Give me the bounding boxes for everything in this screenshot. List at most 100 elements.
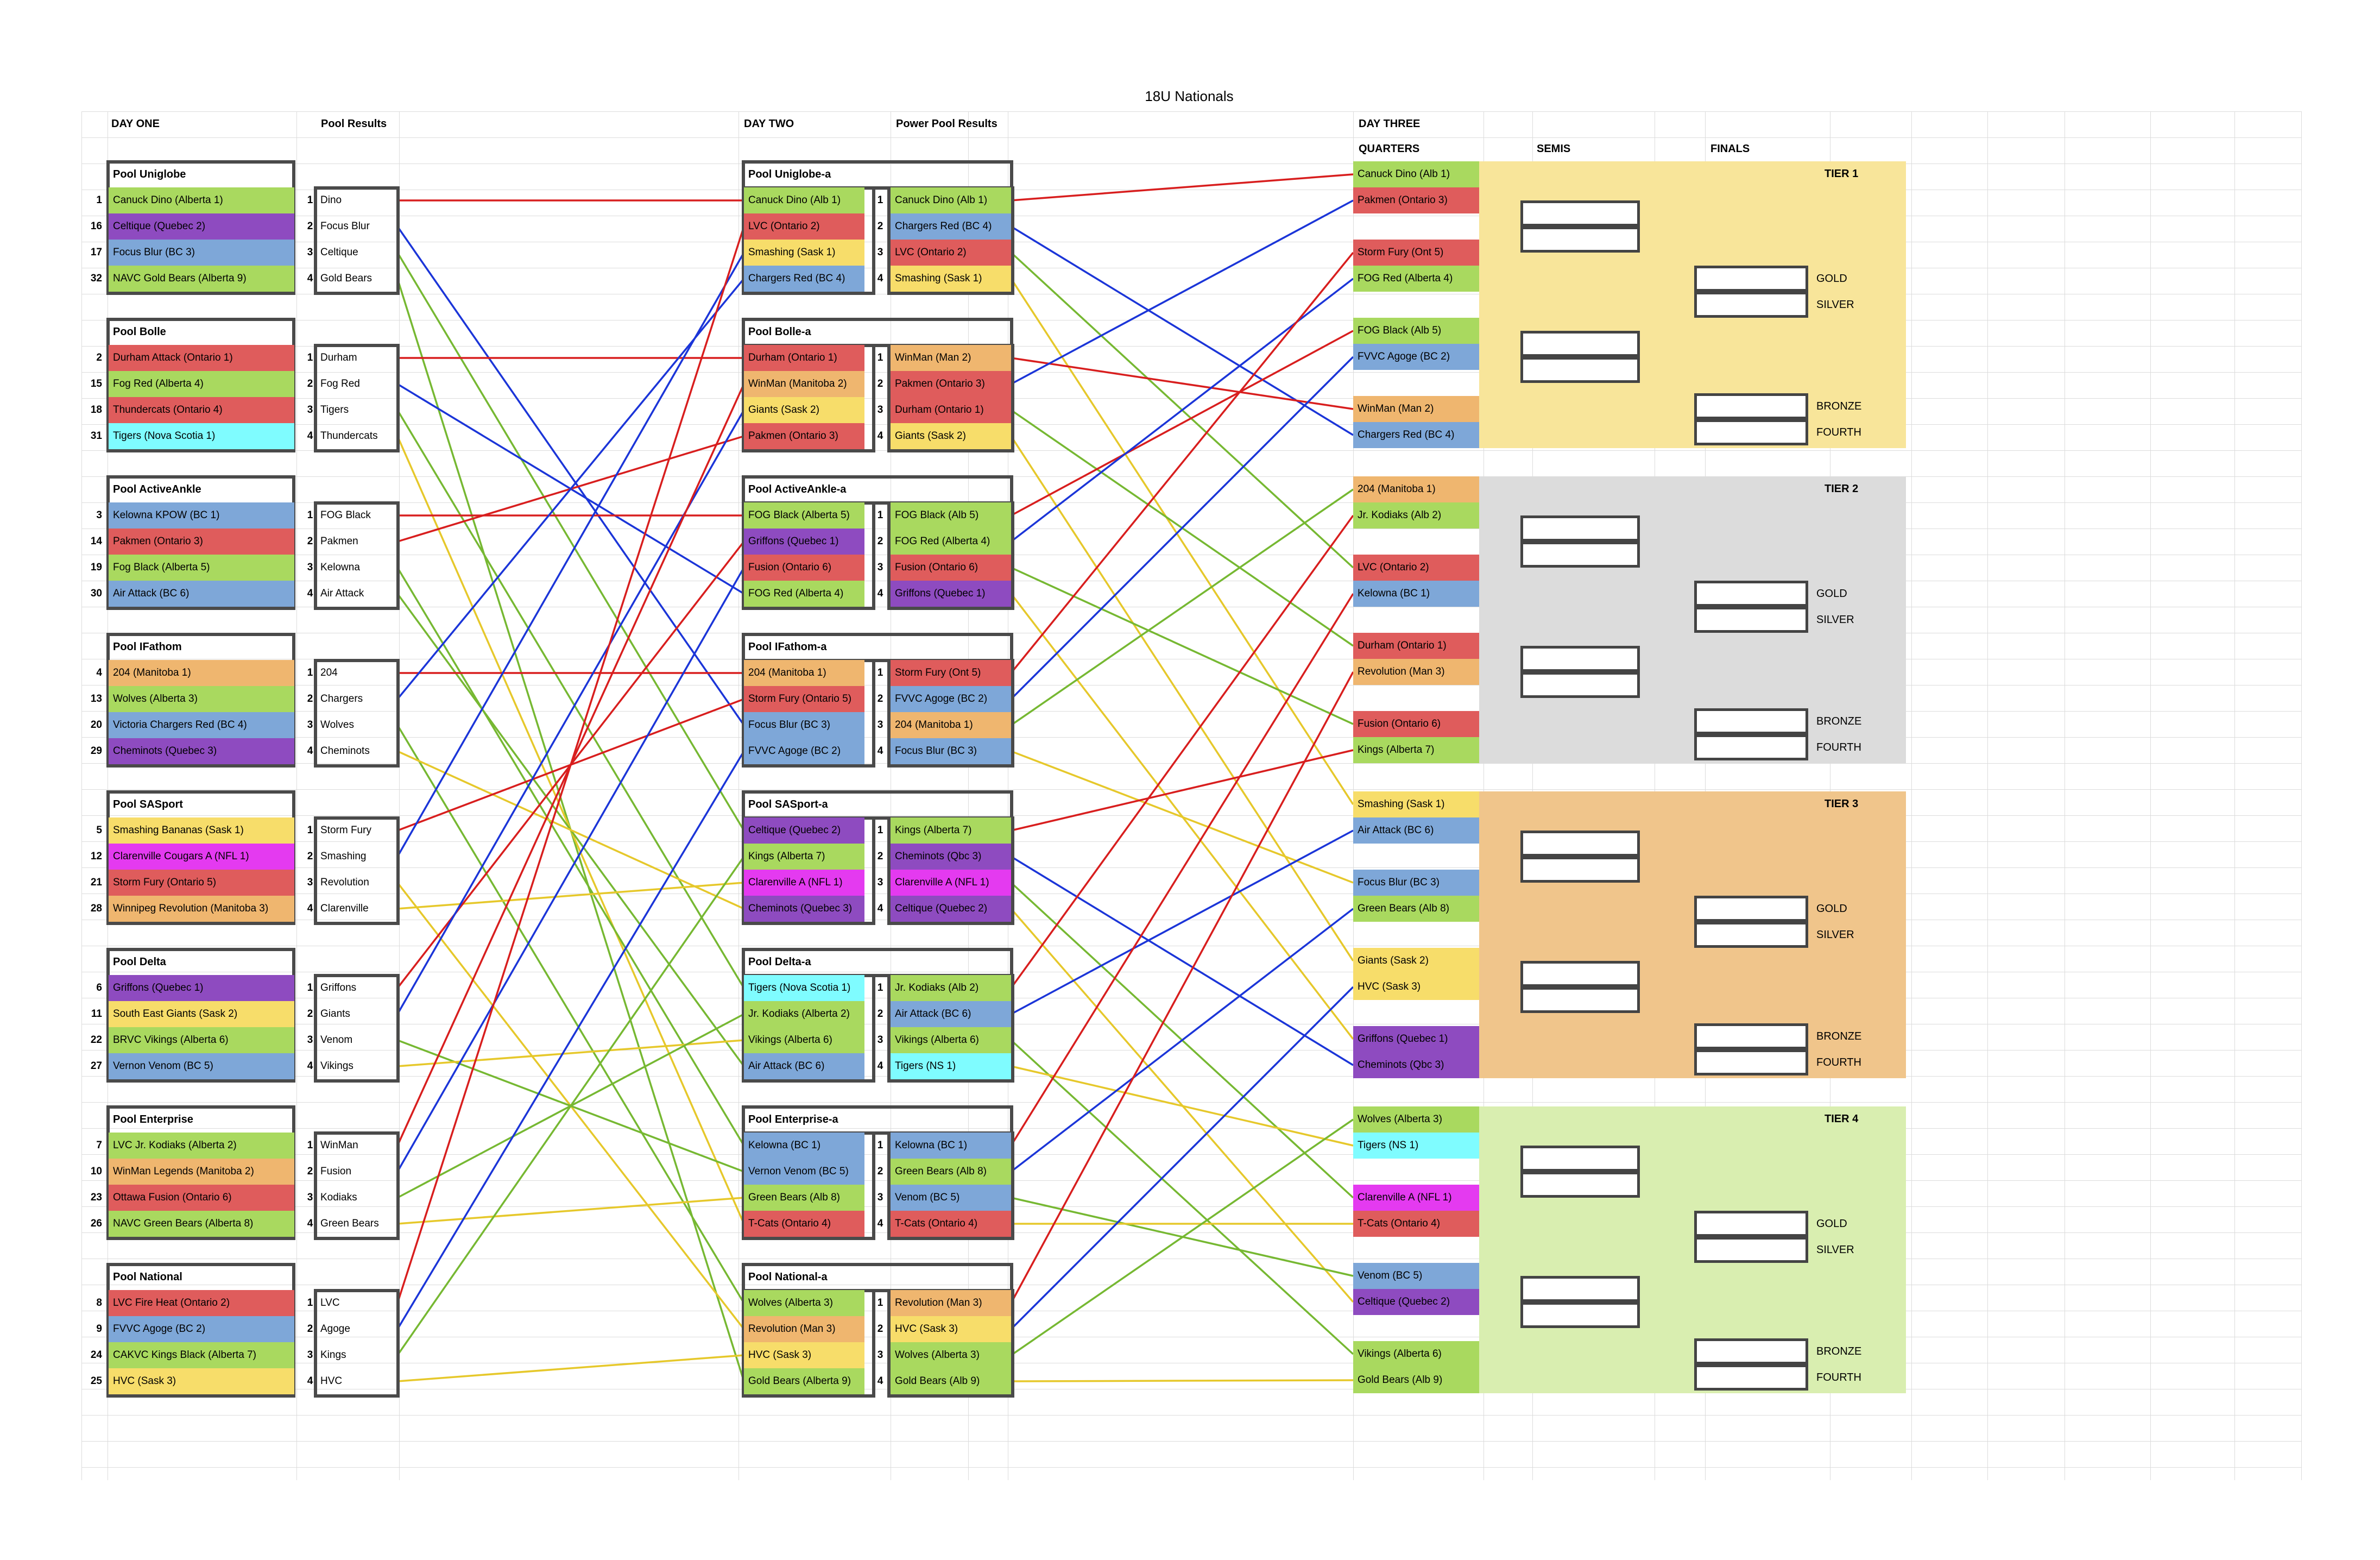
team-cell[interactable]: Pakmen (Ontario 3) <box>109 529 294 555</box>
final-slot[interactable] <box>1694 896 1808 922</box>
quarter-team[interactable]: Celtique (Quebec 2) <box>1353 1289 1479 1315</box>
team-cell[interactable]: Revolution (Man 3) <box>744 1316 864 1342</box>
quarter-team[interactable]: Pakmen (Ontario 3) <box>1353 187 1479 213</box>
team-cell[interactable]: Celtique (Quebec 2) <box>109 213 294 240</box>
result-cell[interactable]: Revolution (Man 3) <box>891 1290 1011 1316</box>
team-cell[interactable]: Vernon Venom (BC 5) <box>744 1159 864 1185</box>
quarter-team[interactable]: Fusion (Ontario 6) <box>1353 711 1479 737</box>
quarter-team[interactable]: Cheminots (Qbc 3) <box>1353 1052 1479 1078</box>
team-cell[interactable]: Wolves (Alberta 3) <box>744 1290 864 1316</box>
semi-slot[interactable] <box>1520 646 1640 672</box>
result-cell[interactable]: Storm Fury (Ont 5) <box>891 660 1011 686</box>
quarter-team[interactable]: Griffons (Quebec 1) <box>1353 1026 1479 1052</box>
semi-slot[interactable] <box>1520 1146 1640 1172</box>
team-cell[interactable]: Gold Bears (Alberta 9) <box>744 1368 864 1394</box>
final-slot[interactable] <box>1694 581 1808 607</box>
quarter-team[interactable]: FVVC Agoge (BC 2) <box>1353 344 1479 370</box>
result-cell[interactable]: Fusion (Ontario 6) <box>891 555 1011 581</box>
team-cell[interactable]: LVC (Ontario 2) <box>744 213 864 240</box>
semi-slot[interactable] <box>1520 672 1640 698</box>
result-cell[interactable]: FOG Black (Alb 5) <box>891 502 1011 529</box>
quarter-team[interactable]: FOG Red (Alberta 4) <box>1353 266 1479 292</box>
team-cell[interactable]: NAVC Green Bears (Alberta 8) <box>109 1211 294 1237</box>
result-cell[interactable]: Canuck Dino (Alb 1) <box>891 187 1011 213</box>
result-cell[interactable]: HVC (Sask 3) <box>891 1316 1011 1342</box>
result-cell[interactable]: Cheminots (Qbc 3) <box>891 844 1011 870</box>
team-cell[interactable]: Clarenville A (NFL 1) <box>744 870 864 896</box>
quarter-team[interactable]: Focus Blur (BC 3) <box>1353 870 1479 896</box>
final-slot[interactable] <box>1694 1364 1808 1391</box>
result-cell[interactable]: Gold Bears (Alb 9) <box>891 1368 1011 1394</box>
team-cell[interactable]: T-Cats (Ontario 4) <box>744 1211 864 1237</box>
team-cell[interactable]: Tigers (Nova Scotia 1) <box>109 423 294 449</box>
team-cell[interactable]: Air Attack (BC 6) <box>109 581 294 607</box>
team-cell[interactable]: NAVC Gold Bears (Alberta 9) <box>109 266 294 292</box>
quarter-team[interactable]: Chargers Red (BC 4) <box>1353 422 1479 448</box>
semi-slot[interactable] <box>1520 331 1640 357</box>
semi-slot[interactable] <box>1520 1276 1640 1302</box>
team-cell[interactable]: Canuck Dino (Alberta 1) <box>109 187 294 213</box>
result-cell[interactable]: FOG Red (Alberta 4) <box>891 529 1011 555</box>
final-slot[interactable] <box>1694 266 1808 292</box>
team-cell[interactable]: Fog Black (Alberta 5) <box>109 555 294 581</box>
result-cell[interactable]: Focus Blur (BC 3) <box>891 738 1011 764</box>
team-cell[interactable]: Smashing Bananas (Sask 1) <box>109 817 294 844</box>
quarter-team[interactable]: Durham (Ontario 1) <box>1353 633 1479 659</box>
quarter-team[interactable]: Venom (BC 5) <box>1353 1263 1479 1289</box>
team-cell[interactable]: 204 (Manitoba 1) <box>109 660 294 686</box>
final-slot[interactable] <box>1694 292 1808 318</box>
team-cell[interactable]: WinMan (Manitoba 2) <box>744 371 864 397</box>
final-slot[interactable] <box>1694 1211 1808 1237</box>
team-cell[interactable]: Giants (Sask 2) <box>744 397 864 423</box>
team-cell[interactable]: Clarenville Cougars A (NFL 1) <box>109 844 294 870</box>
team-cell[interactable]: Fusion (Ontario 6) <box>744 555 864 581</box>
result-cell[interactable]: Pakmen (Ontario 3) <box>891 371 1011 397</box>
final-slot[interactable] <box>1694 1049 1808 1076</box>
team-cell[interactable]: Smashing (Sask 1) <box>744 240 864 266</box>
team-cell[interactable]: FOG Black (Alberta 5) <box>744 502 864 529</box>
final-slot[interactable] <box>1694 922 1808 948</box>
semi-slot[interactable] <box>1520 1302 1640 1328</box>
quarter-team[interactable]: Tigers (NS 1) <box>1353 1133 1479 1159</box>
result-cell[interactable]: Wolves (Alberta 3) <box>891 1342 1011 1368</box>
final-slot[interactable] <box>1694 734 1808 761</box>
team-cell[interactable]: Storm Fury (Ontario 5) <box>744 686 864 712</box>
team-cell[interactable]: Thundercats (Ontario 4) <box>109 397 294 423</box>
quarter-team[interactable]: HVC (Sask 3) <box>1353 974 1479 1000</box>
team-cell[interactable]: Tigers (Nova Scotia 1) <box>744 975 864 1001</box>
team-cell[interactable]: Kelowna KPOW (BC 1) <box>109 502 294 529</box>
result-cell[interactable]: Tigers (NS 1) <box>891 1053 1011 1079</box>
team-cell[interactable]: Air Attack (BC 6) <box>744 1053 864 1079</box>
team-cell[interactable]: Ottawa Fusion (Ontario 6) <box>109 1185 294 1211</box>
quarter-team[interactable]: Canuck Dino (Alb 1) <box>1353 161 1479 187</box>
quarter-team[interactable]: Vikings (Alberta 6) <box>1353 1341 1479 1367</box>
team-cell[interactable]: Fog Red (Alberta 4) <box>109 371 294 397</box>
team-cell[interactable]: Vikings (Alberta 6) <box>744 1027 864 1053</box>
quarter-team[interactable]: Clarenville A (NFL 1) <box>1353 1185 1479 1211</box>
result-cell[interactable]: Chargers Red (BC 4) <box>891 213 1011 240</box>
team-cell[interactable]: BRVC Vikings (Alberta 6) <box>109 1027 294 1053</box>
result-cell[interactable]: LVC (Ontario 2) <box>891 240 1011 266</box>
quarter-team[interactable]: LVC (Ontario 2) <box>1353 555 1479 581</box>
quarter-team[interactable]: Kings (Alberta 7) <box>1353 737 1479 763</box>
semi-slot[interactable] <box>1520 1172 1640 1198</box>
semi-slot[interactable] <box>1520 515 1640 542</box>
quarter-team[interactable]: FOG Black (Alb 5) <box>1353 318 1479 344</box>
quarter-team[interactable]: Kelowna (BC 1) <box>1353 581 1479 607</box>
result-cell[interactable]: Smashing (Sask 1) <box>891 266 1011 292</box>
team-cell[interactable]: Celtique (Quebec 2) <box>744 817 864 844</box>
team-cell[interactable]: Chargers Red (BC 4) <box>744 266 864 292</box>
team-cell[interactable]: Winnipeg Revolution (Manitoba 3) <box>109 896 294 922</box>
team-cell[interactable]: LVC Jr. Kodiaks (Alberta 2) <box>109 1133 294 1159</box>
semi-slot[interactable] <box>1520 542 1640 568</box>
result-cell[interactable]: Clarenville A (NFL 1) <box>891 870 1011 896</box>
semi-slot[interactable] <box>1520 357 1640 383</box>
team-cell[interactable]: Canuck Dino (Alb 1) <box>744 187 864 213</box>
team-cell[interactable]: Cheminots (Quebec 3) <box>744 896 864 922</box>
team-cell[interactable]: Kelowna (BC 1) <box>744 1133 864 1159</box>
team-cell[interactable]: South East Giants (Sask 2) <box>109 1001 294 1027</box>
result-cell[interactable]: Kelowna (BC 1) <box>891 1133 1011 1159</box>
final-slot[interactable] <box>1694 1338 1808 1365</box>
quarter-team[interactable]: Wolves (Alberta 3) <box>1353 1106 1479 1133</box>
semi-slot[interactable] <box>1520 227 1640 253</box>
